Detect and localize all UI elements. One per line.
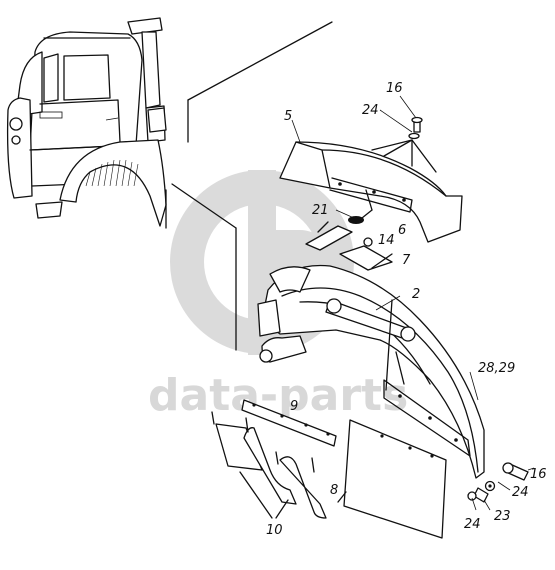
mudflaps-part-10 bbox=[211, 411, 327, 519]
washer-24-top bbox=[408, 132, 420, 140]
strip-part-9 bbox=[241, 399, 337, 447]
callout-16-top: 16 bbox=[386, 81, 403, 96]
fasteners-bottom bbox=[467, 462, 535, 511]
plate-part-8 bbox=[337, 419, 447, 539]
leader-guides bbox=[165, 21, 333, 351]
callout-8: 8 bbox=[330, 483, 338, 498]
callout-2: 2 bbox=[412, 287, 420, 302]
callouts: 16 24 5 21 14 6 7 2 28,29 9 10 8 16 24 2… bbox=[266, 81, 547, 538]
upper-fender-part-5 bbox=[279, 139, 463, 243]
callout-5: 5 bbox=[284, 109, 292, 124]
callout-24-right: 24 bbox=[512, 485, 529, 500]
truck-cab-illustration bbox=[6, 17, 167, 227]
callout-24-top: 24 bbox=[362, 103, 379, 118]
callout-10: 10 bbox=[266, 523, 283, 538]
callout-9: 9 bbox=[290, 399, 298, 414]
callout-6: 6 bbox=[398, 223, 406, 238]
callout-23: 23 bbox=[494, 509, 511, 524]
callout-leaders bbox=[291, 95, 479, 401]
bracket-parts-21-14-7 bbox=[305, 216, 393, 271]
grommet-21 bbox=[348, 216, 364, 224]
callout-21: 21 bbox=[312, 203, 329, 218]
main-fender-part-28-29 bbox=[257, 264, 485, 479]
watermark-text: data-parts bbox=[148, 370, 408, 421]
callout-7: 7 bbox=[402, 253, 411, 268]
bolt-16-top bbox=[408, 116, 423, 140]
callout-16-bottom: 16 bbox=[530, 467, 547, 482]
callout-14: 14 bbox=[378, 233, 395, 248]
nut-14 bbox=[363, 237, 373, 247]
callout-24-bottom: 24 bbox=[464, 517, 481, 532]
callout-28-29: 28,29 bbox=[478, 361, 515, 376]
